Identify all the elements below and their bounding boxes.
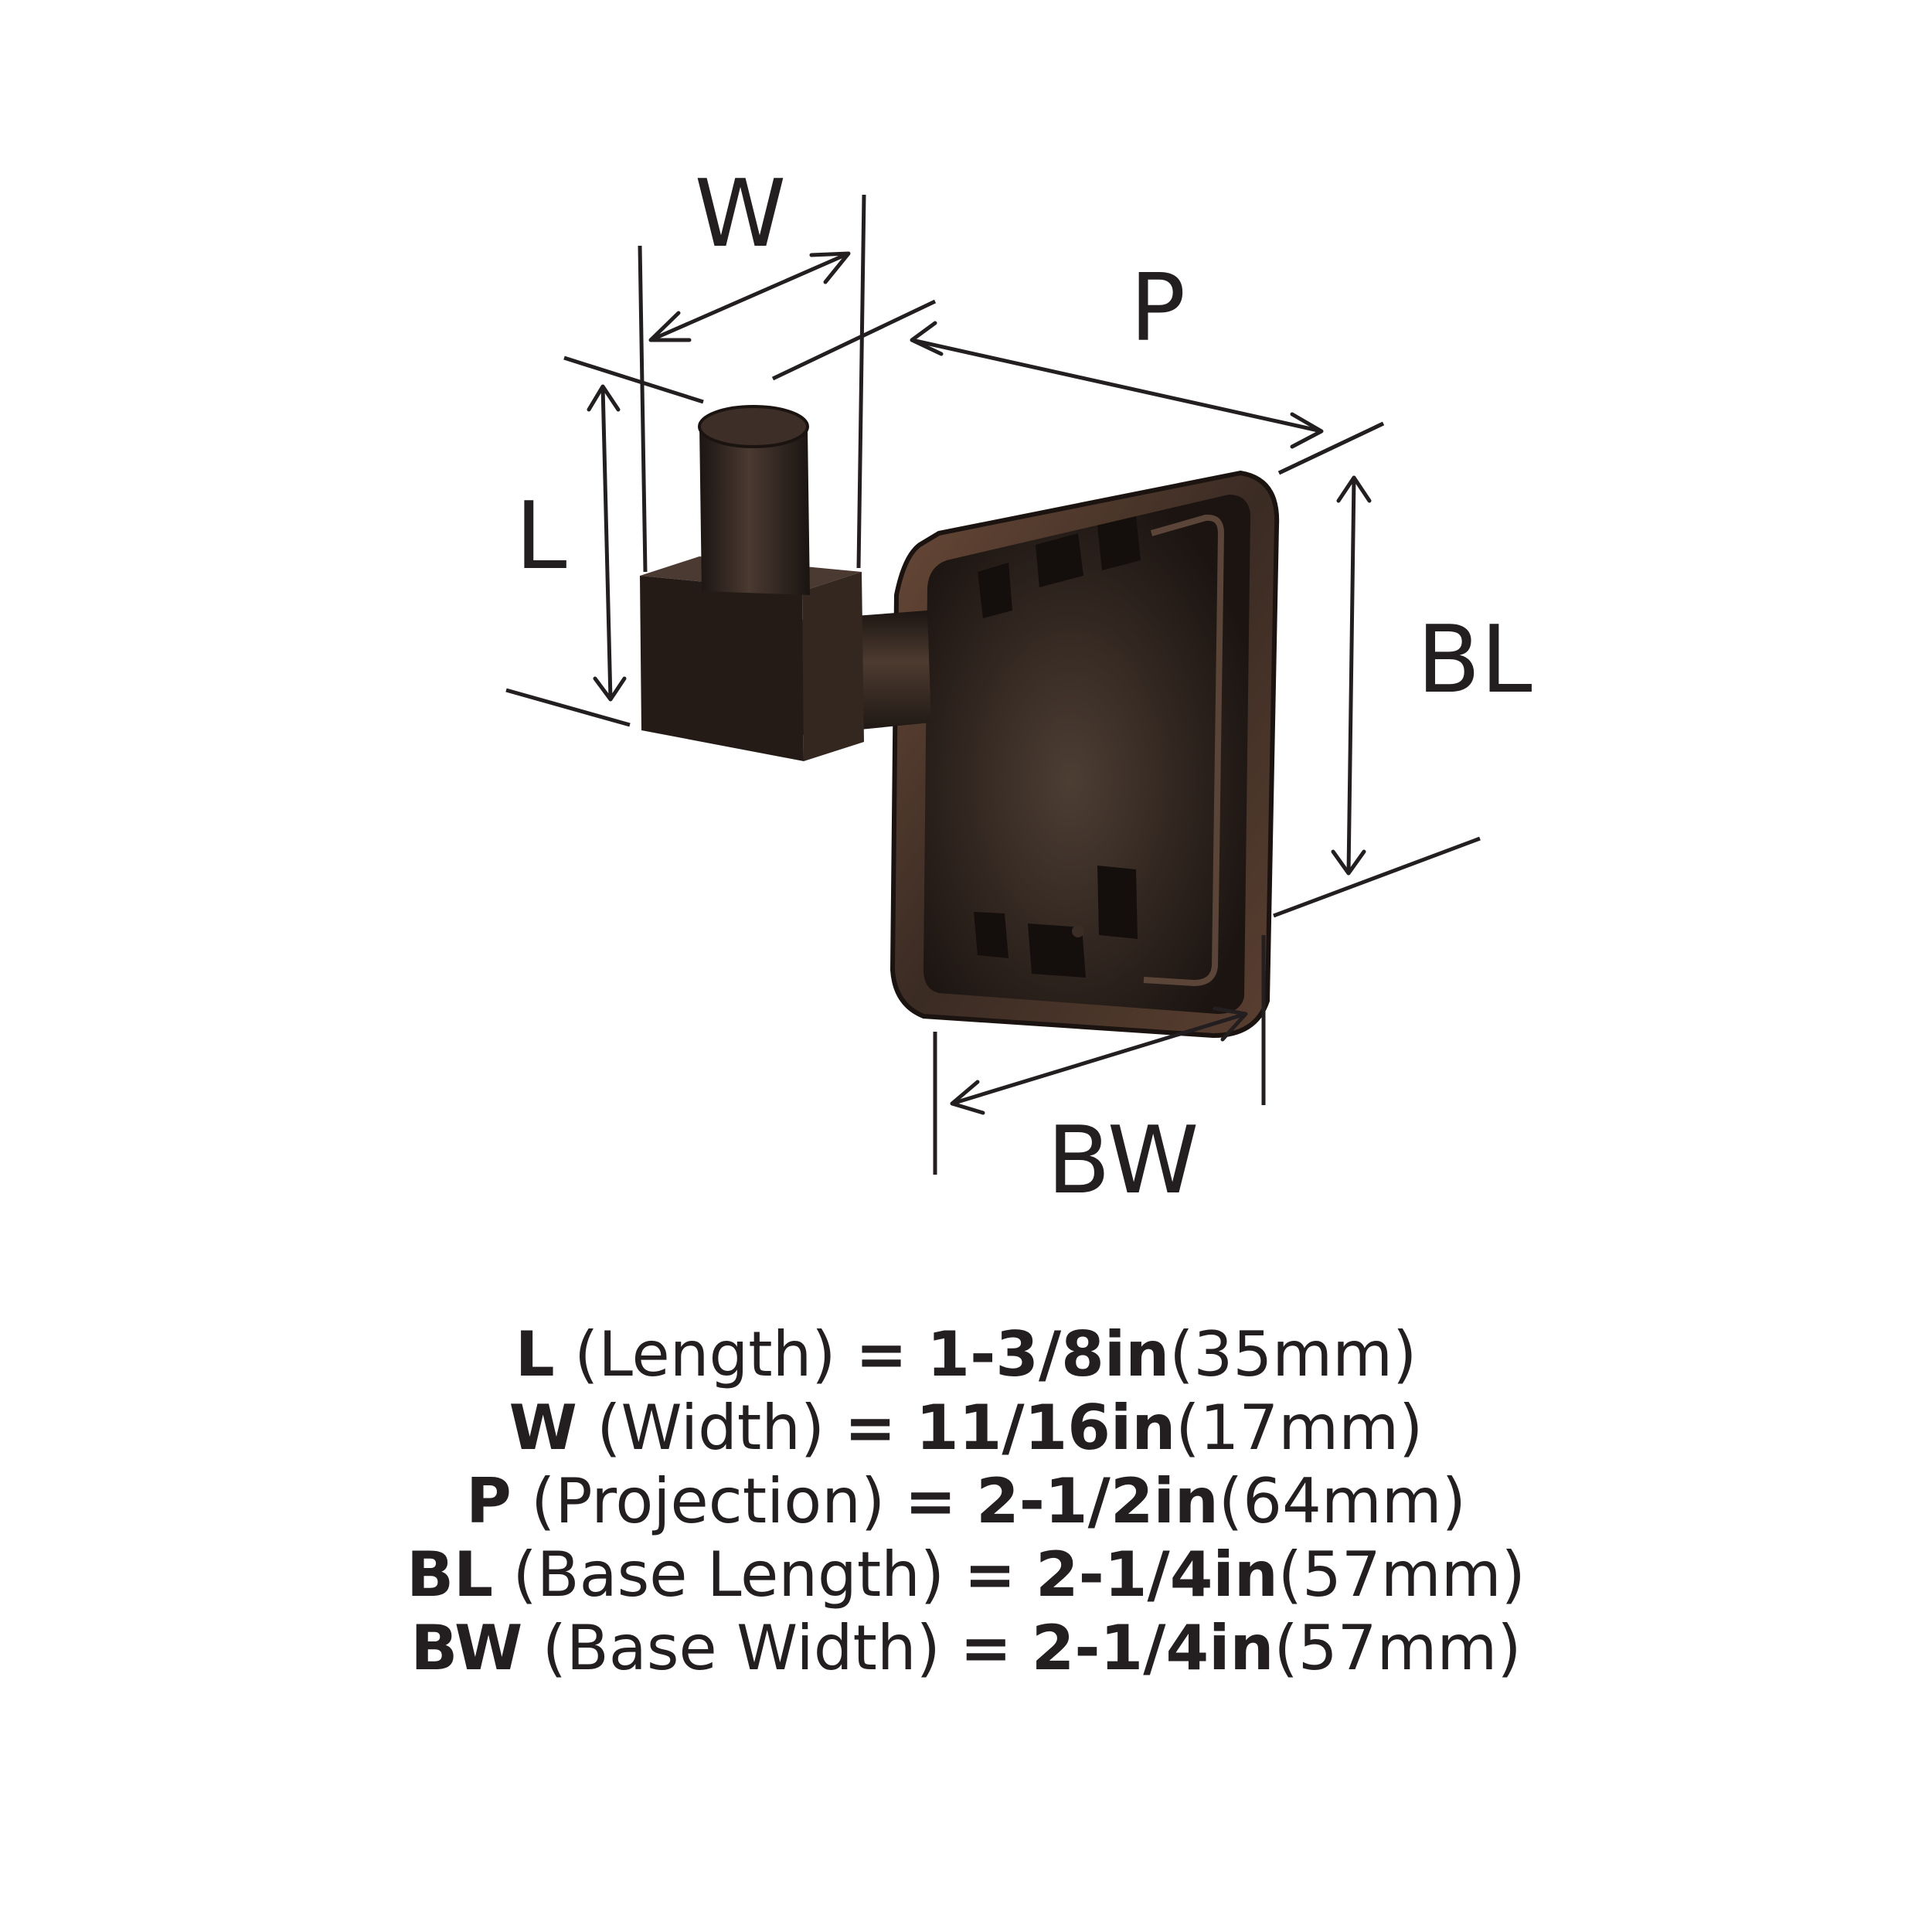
base-plate-ridge [1143,514,1225,987]
spec-name: (Base Length) [512,1539,945,1611]
spec-row-base-width: BW (Base Width) = 2-1/4in(57mm) [0,1611,1932,1685]
spec-imperial: 11/16in [916,1392,1176,1464]
spec-equals: = [960,1612,1012,1684]
mounting-clips [974,516,1141,978]
hook-post [698,405,810,595]
label-p: P [1130,255,1185,362]
dimension-bl: BL [1273,421,1532,918]
spec-symbol: L [515,1318,555,1390]
spec-equals: = [904,1465,957,1537]
spec-name: (Base Width) [542,1612,940,1684]
spec-imperial: 1-3/8in [927,1318,1170,1390]
dimension-bw: BW [933,935,1266,1215]
spec-row-base-length: BL (Base Length) = 2-1/4in(57mm) [0,1538,1932,1611]
spec-symbol: BL [406,1539,494,1611]
spec-row-projection: P (Projection) = 2-1/2in(64mm) [0,1464,1932,1538]
spec-name: (Projection) [531,1465,886,1537]
dimension-w: W [638,161,866,573]
spec-imperial: 2-1/4in [1031,1612,1274,1684]
dimension-diagram: W P L BL BW [505,161,1532,1215]
spec-name: (Width) [597,1392,825,1464]
spec-metric: (35mm) [1169,1318,1417,1390]
spec-metric: (57mm) [1274,1612,1522,1684]
spec-symbol: P [466,1465,512,1537]
spec-imperial: 2-1/4in [1036,1539,1278,1611]
spec-symbol: BW [410,1612,523,1684]
spec-equals: = [964,1539,1016,1611]
dimension-p: P [771,255,1385,475]
spec-equals: = [855,1318,907,1390]
base-plate-dish [923,495,1250,1014]
spec-equals: = [844,1392,896,1464]
robe-hook-illustration [640,405,1280,1039]
spec-imperial: 2-1/2in [976,1465,1219,1537]
spec-name: (Length) [574,1318,836,1390]
spec-row-length: L (Length) = 1-3/8in(35mm) [0,1318,1932,1391]
dimension-l: L [505,355,704,727]
label-bl: BL [1417,607,1532,714]
dimension-spec-list: L (Length) = 1-3/8in(35mm) W (Width) = 1… [0,1318,1932,1685]
label-w: W [695,161,787,268]
spec-metric: (17mm) [1175,1392,1423,1464]
spec-row-width: W (Width) = 11/16in(17mm) [0,1391,1932,1464]
spec-metric: (64mm) [1218,1465,1466,1537]
label-bw: BW [1047,1107,1199,1215]
spec-metric: (57mm) [1277,1539,1526,1611]
label-l: L [515,483,567,590]
spec-symbol: W [509,1392,577,1464]
